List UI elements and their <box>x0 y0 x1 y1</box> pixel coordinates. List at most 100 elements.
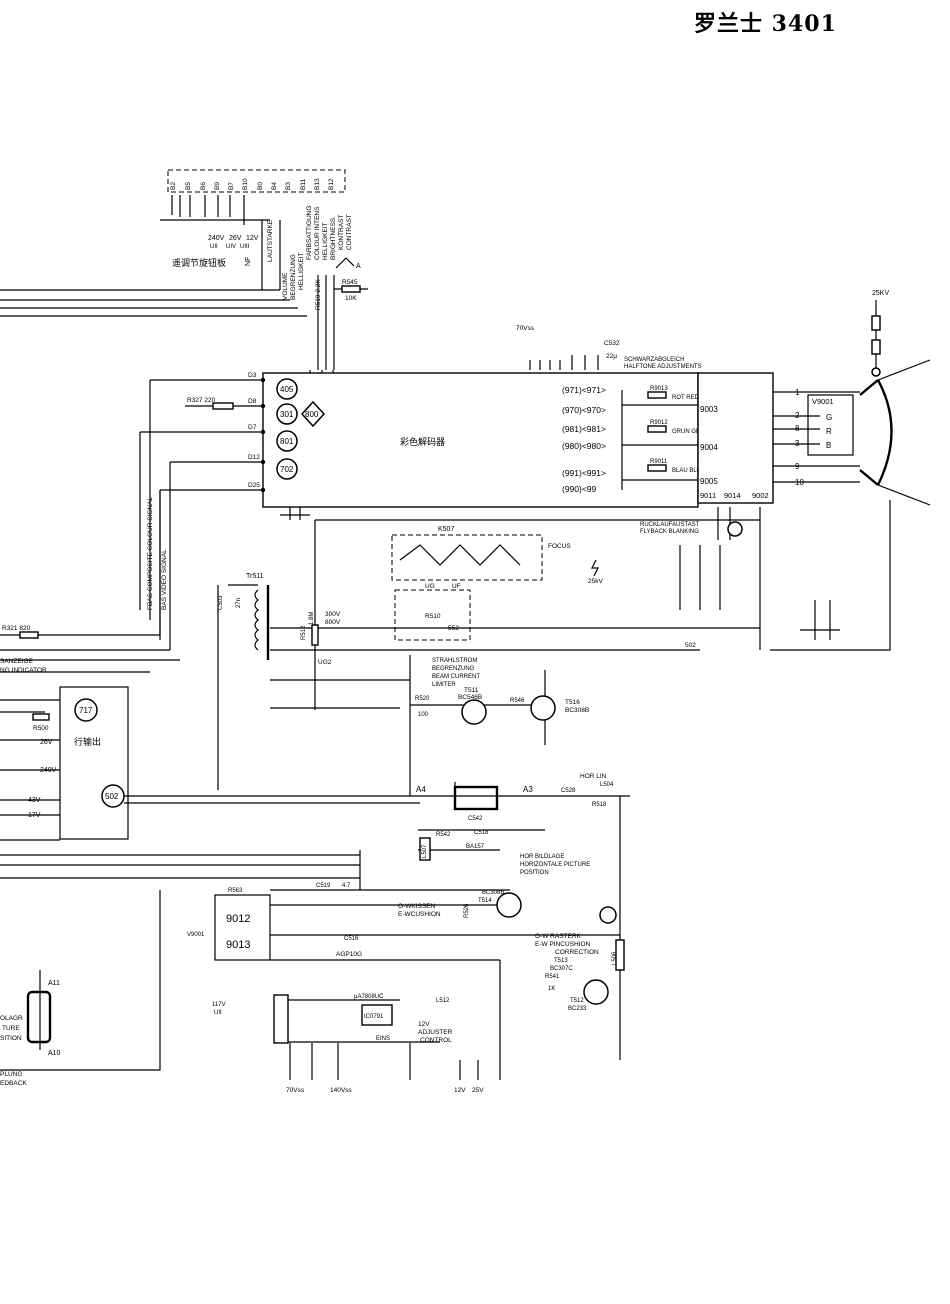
t512-label: T512 <box>570 998 584 1004</box>
line-transformer <box>453 785 499 811</box>
r541-value: 1K <box>548 986 555 992</box>
supply-240v: 240V <box>40 767 57 774</box>
focus-label: FOCUS <box>548 543 571 550</box>
beam-label-2: BEGRENZUNG <box>432 666 475 672</box>
beam-label-4: LIMITER <box>432 682 456 688</box>
l506-coil <box>615 939 625 971</box>
control-contrast: CONTRAST <box>346 214 353 250</box>
rgb-port-0: (971)<971> <box>562 385 606 395</box>
v25-label: 25V <box>472 1087 484 1094</box>
c516-label: C516 <box>344 936 359 942</box>
ic-pin-9014: 9014 <box>724 491 741 500</box>
plung-label: PLUNG <box>0 1071 22 1078</box>
r321-label: R321 820 <box>2 625 31 632</box>
grid-r: R <box>826 427 832 436</box>
a4-label: A4 <box>416 785 426 794</box>
crt-socket <box>807 394 854 456</box>
l504-label: L504 <box>600 782 614 788</box>
flyback-label-2: FLYBACK BLANKING <box>640 529 699 535</box>
vertical-transformer <box>273 994 289 1044</box>
vertical-position-coil <box>26 990 52 1044</box>
r520-value: 100 <box>418 712 429 718</box>
hor-pos-label-1: HOR BILDLAGE <box>520 854 564 860</box>
circle-702 <box>276 458 298 480</box>
rgb-port-2: (981)<981> <box>562 424 606 434</box>
rgb-port-5: (990)<99 <box>562 484 597 494</box>
olagr-label: OLAGR <box>0 1015 23 1022</box>
r541-label: R541 <box>545 974 560 980</box>
ug2-label: UG2 <box>318 659 332 666</box>
connector-pin-b9: B9 <box>214 182 221 190</box>
control-labels: LAUTSTARKE VOLUME BEGRENZUNG HELLIGKEIT … <box>267 206 353 300</box>
c503-value: 27n <box>236 598 242 608</box>
arrow-a-label: A <box>356 263 361 270</box>
tr511-label: Tr511 <box>246 573 264 580</box>
t511-value: BC546B <box>458 694 482 701</box>
indicator-label: SANZEIGE <box>0 658 34 665</box>
grid-g: G <box>826 413 832 422</box>
u7808-label: μA7808UC <box>354 994 384 1000</box>
r512-label: R512 <box>301 625 307 640</box>
v12b-label: 12V <box>454 1087 466 1094</box>
connector-pin-b12: B12 <box>328 178 335 190</box>
line-502-right <box>770 500 891 651</box>
hor-pos-label-3: POSITION <box>520 870 549 876</box>
pot-color-1: GRUN GREEN <box>672 429 713 435</box>
beam-label-1: STRAHLSTROM <box>432 658 477 664</box>
connector-pin-b0: B0 <box>257 182 264 190</box>
pot-r9013 <box>647 391 667 399</box>
decoder-pin-d3: D3 <box>248 372 257 379</box>
supply-label-240: 240V <box>208 235 225 242</box>
control-helligkeit-2: HELLIGKEIT <box>322 222 329 260</box>
v117-label: 117V <box>212 1002 226 1008</box>
r500-resistor <box>32 713 50 721</box>
decoder-pin-d7: D7 <box>248 424 257 431</box>
supply-label-26: 26V <box>229 235 242 242</box>
t516-value: BC308B <box>565 707 589 714</box>
flyback-circle <box>727 521 743 537</box>
ic9012-label: 9012 <box>226 913 250 925</box>
ic-pin-9005: 9005 <box>700 477 718 486</box>
r542-label: R542 <box>436 832 451 838</box>
rgb-port-1: (970)<970> <box>562 405 606 415</box>
flyback-label: RUCKLAUFAUSTAST <box>640 522 700 528</box>
circle-801 <box>276 430 298 452</box>
pot-label-0: R9013 <box>650 386 668 392</box>
flyback-output-module <box>59 686 129 840</box>
c528-label: C528 <box>561 788 576 794</box>
decoder-pin-d25: D25 <box>248 482 260 489</box>
circle-801-label: 801 <box>280 437 294 446</box>
v70-label: 70Vss <box>286 1087 305 1094</box>
kv25-label: 25KV <box>872 290 889 297</box>
ew-ras-label-2: E-W PINCUSHION <box>535 941 591 948</box>
focus-pot-box <box>394 589 471 641</box>
t513-value: BC307C <box>550 966 573 972</box>
ic0791-regulator <box>361 1004 393 1026</box>
r518-label: R518 <box>592 802 607 808</box>
hor-lin-label: HOR LIN <box>580 773 607 780</box>
l512-label: L512 <box>436 998 450 1004</box>
decoder-pin-d12: D12 <box>248 454 260 461</box>
connector-pin-b5: B5 <box>185 182 192 190</box>
nf-label: NF <box>245 257 252 266</box>
rgb-port-4: (991)<991> <box>562 468 606 478</box>
diamond-800 <box>300 400 326 428</box>
a11-label: A11 <box>48 980 60 987</box>
control-farbsattigung: FARBSATTIGUNG <box>306 206 313 260</box>
c503-label: C503 <box>218 595 224 610</box>
supply-43v: 43V <box>28 797 41 804</box>
r545-resistor <box>341 285 361 293</box>
decoder-chip <box>262 372 699 508</box>
rgb-port-3: (980)<980> <box>562 441 606 451</box>
control-colour-intens: COLOUR INTENS <box>314 206 321 260</box>
pot-r9012 <box>647 425 667 433</box>
l507-coil <box>419 837 431 861</box>
ba157-label: BA157 <box>466 844 485 850</box>
ic-pin-9004: 9004 <box>700 443 718 452</box>
ic-9012-9013 <box>214 894 271 961</box>
crt-neck <box>859 379 893 486</box>
supply-label-12: 12V <box>246 235 259 242</box>
agp-label: AGP10G <box>336 951 362 958</box>
control-helligkeit: HELLIGKEIT <box>298 252 305 290</box>
